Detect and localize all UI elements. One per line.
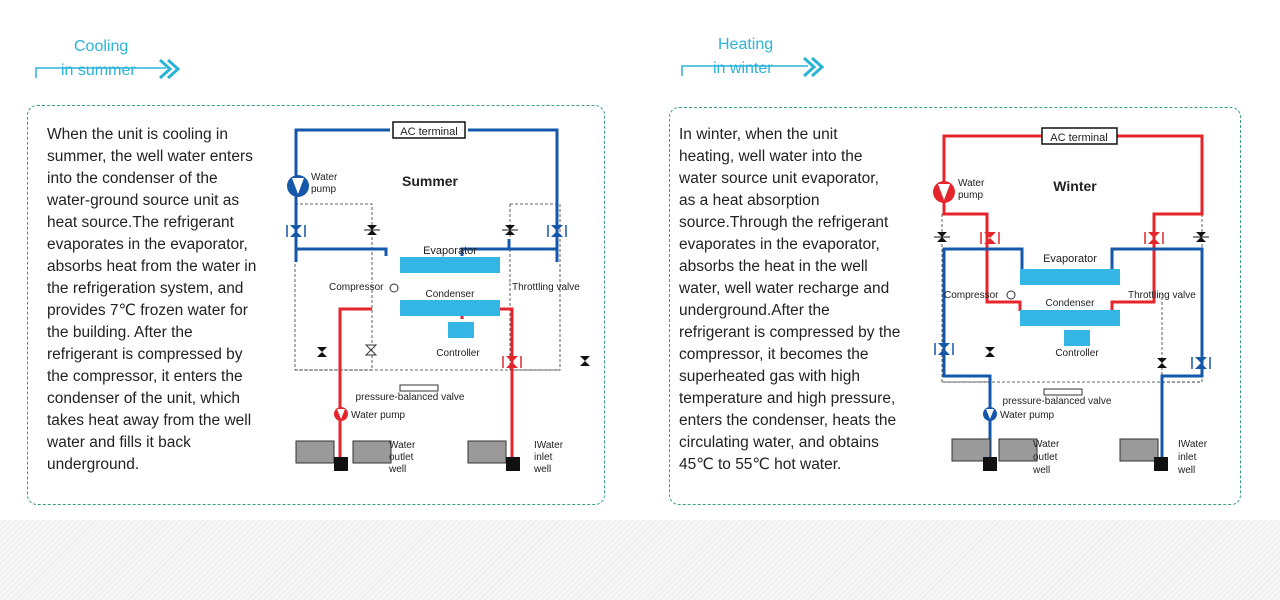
evaporator-block [1020, 269, 1120, 285]
water-pump-bottom-label: Water pump [351, 410, 406, 421]
valve-icon-small [985, 347, 995, 357]
outlet-well-label-2: outlet [389, 452, 414, 463]
water-pump-bottom-icon [334, 407, 348, 421]
diagram-title: Winter [1053, 178, 1097, 194]
winter-header-subtitle: in winter [713, 60, 773, 77]
winter-header-title: Heating [718, 36, 774, 53]
summer-section-header: Cooling in summer [34, 38, 234, 88]
valve-icon-cold [547, 225, 567, 237]
water-pump-top-icon [287, 175, 309, 197]
winter-diagram: AC terminal Winter Water pump Evaporator… [933, 127, 1211, 476]
evaporator-block [400, 257, 500, 273]
throttling-valve-label: Throttling valve [1128, 290, 1196, 301]
controller-block [1064, 330, 1090, 346]
outlet-well-label-2: outlet [1033, 452, 1058, 463]
inlet-well-icon [467, 440, 520, 471]
cold-pipe-lines [294, 128, 559, 262]
hot-pipe-lines [338, 307, 514, 459]
water-pump-top-label-1: Water [958, 178, 985, 189]
compressor-label: Compressor [329, 282, 384, 293]
bottom-background-band [0, 520, 1280, 600]
summer-header-title: Cooling [74, 38, 129, 55]
water-pump-bottom-label: Water pump [1000, 410, 1055, 421]
valve-icon-small [364, 344, 378, 356]
condenser-label: Condenser [1046, 298, 1096, 309]
water-pump-top-icon [933, 181, 955, 203]
water-pump-top-label-2: pump [311, 184, 336, 195]
inlet-well-label-1: IWater [534, 440, 564, 451]
summer-diagram: AC terminal Summer Water pump Evaporator… [286, 121, 590, 475]
controller-label: Controller [1055, 348, 1099, 359]
hot-pipe-lines [942, 134, 1204, 311]
outlet-well-label-1: Water [1033, 439, 1060, 450]
winter-description: In winter, when the unit heating, well w… [679, 126, 901, 473]
ac-terminal-box [1041, 127, 1118, 145]
inlet-well-label-1: IWater [1178, 439, 1208, 450]
compressor-icon [389, 283, 399, 293]
condenser-label: Condenser [426, 289, 476, 300]
valve-icon-small [1157, 358, 1167, 368]
valve-icon-small [502, 225, 518, 235]
outlet-well-label-3: well [388, 464, 406, 475]
evaporator-label: Evaporator [1043, 253, 1097, 265]
evaporator-label: Evaporator [423, 245, 477, 257]
inlet-well-label-3: well [1177, 465, 1195, 476]
throttling-valve-label: Throttling valve [512, 282, 580, 293]
valve-icon-small [934, 232, 950, 242]
water-pump-top-label-2: pump [958, 190, 983, 201]
valve-icon-small [364, 225, 380, 235]
valve-icon-hot [502, 356, 522, 368]
valve-icon-small [317, 347, 327, 357]
condenser-block [400, 300, 500, 316]
pressure-valve-icon [399, 384, 439, 392]
controller-block [448, 322, 474, 338]
valve-icon-small [1193, 232, 1209, 242]
valve-icon-cold [1191, 357, 1211, 369]
winter-section-header: Heating in winter [680, 36, 880, 86]
water-pump-top-label-1: Water [311, 172, 338, 183]
pressure-valve-icon [1043, 388, 1083, 396]
condenser-block [1020, 310, 1120, 326]
ac-terminal-label: AC terminal [400, 126, 457, 138]
outlet-well-label-1: Water [389, 440, 416, 451]
pressure-valve-label: pressure-balanced valve [1003, 396, 1112, 407]
cold-pipe-lines [942, 247, 1204, 459]
water-pump-bottom-icon [983, 407, 997, 421]
summer-description: When the unit is cooling in summer, the … [47, 126, 257, 473]
valve-icon-cold [286, 225, 306, 237]
summer-header-subtitle: in summer [61, 62, 136, 79]
inlet-well-label-2: inlet [1178, 452, 1197, 463]
controller-label: Controller [436, 348, 480, 359]
outlet-well-icon [295, 440, 392, 471]
winter-panel: In winter, when the unit heating, well w… [669, 107, 1241, 505]
valve-icon-cold [934, 343, 954, 355]
valve-icon-hot [980, 232, 1000, 244]
compressor-icon [1006, 290, 1016, 300]
summer-panel: When the unit is cooling in summer, the … [27, 105, 605, 505]
ac-terminal-box [392, 121, 466, 139]
compressor-label: Compressor [944, 290, 999, 301]
inlet-well-icon [1119, 438, 1168, 471]
pressure-valve-label: pressure-balanced valve [356, 392, 465, 403]
inlet-well-label-2: inlet [534, 452, 553, 463]
inlet-well-label-3: well [533, 464, 551, 475]
header-arrow-underline [681, 56, 825, 78]
valve-icon-hot [1144, 232, 1164, 244]
outlet-well-icon [951, 438, 1038, 471]
header-arrow-underline [35, 58, 181, 80]
dashed-bypass-lines [294, 203, 561, 371]
valve-icon-small [580, 356, 590, 366]
outlet-well-label-3: well [1032, 465, 1050, 476]
ac-terminal-label: AC terminal [1050, 132, 1107, 144]
diagram-title: Summer [402, 173, 459, 189]
